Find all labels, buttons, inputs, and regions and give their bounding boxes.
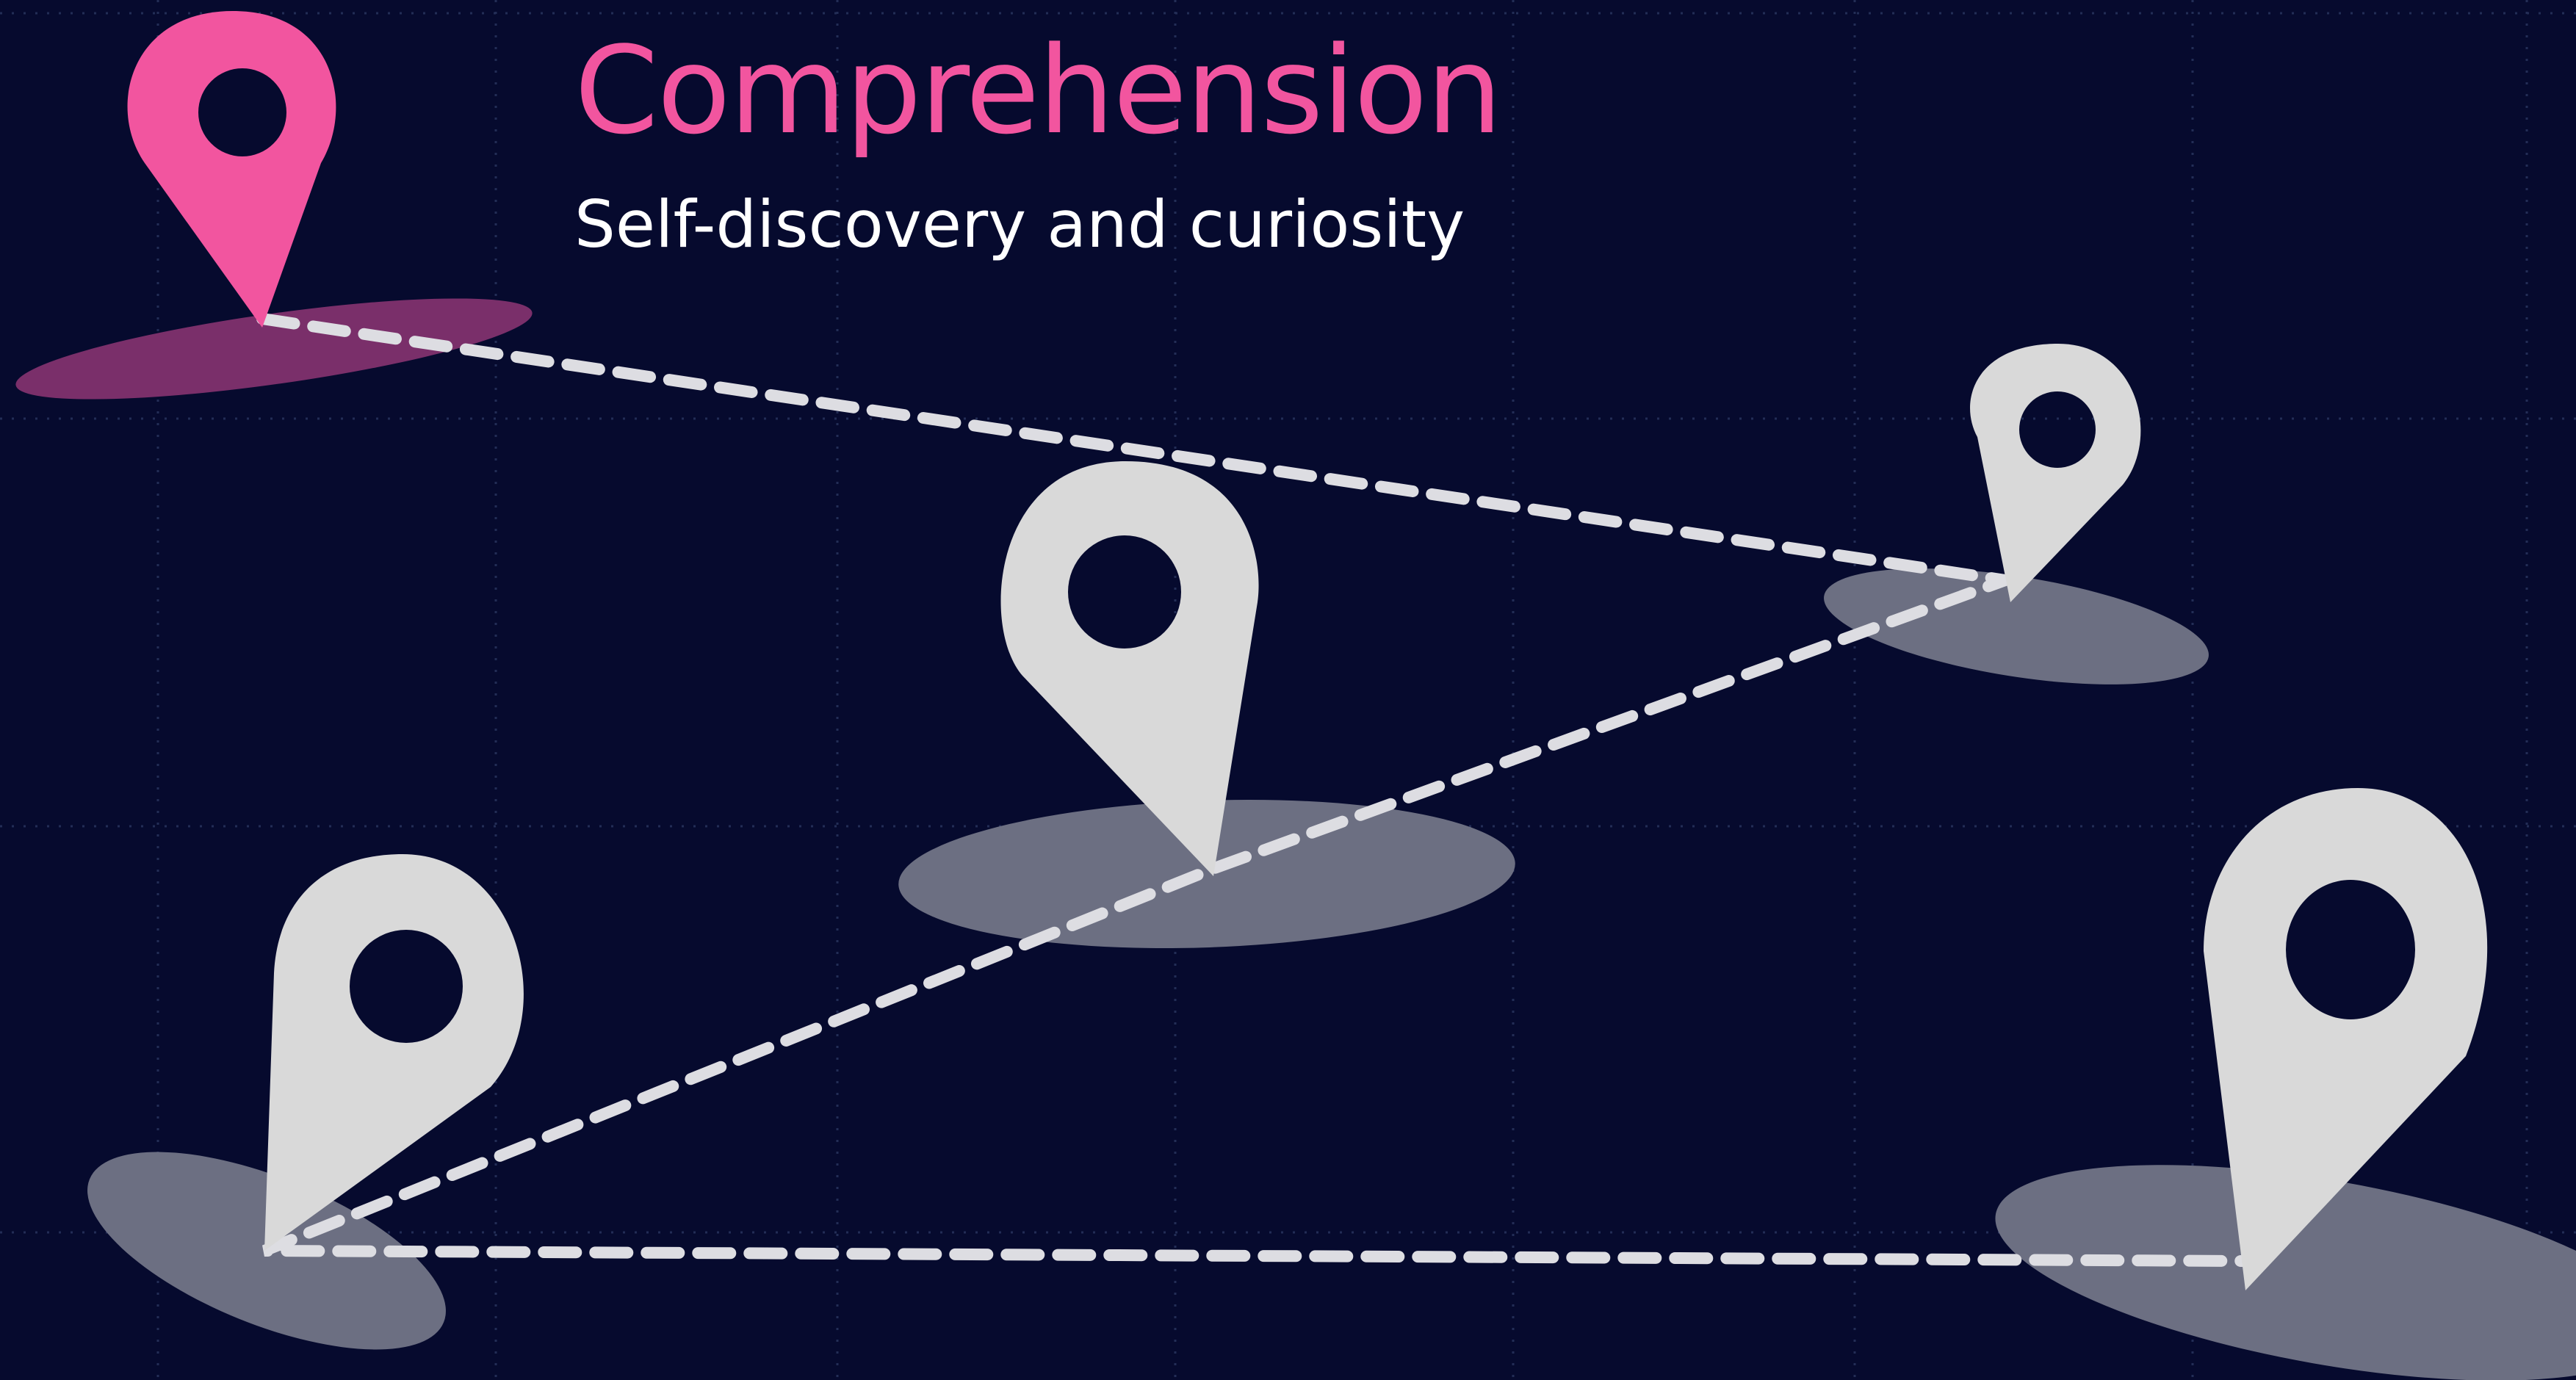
slide-title: Comprehension <box>574 21 1502 161</box>
pin-shadow-stop-2 <box>1824 568 2209 684</box>
map-pin-icon <box>1000 461 1259 876</box>
pin-shadow-stop-3 <box>898 799 1515 949</box>
map-pin-icon <box>2204 788 2488 1290</box>
map-pin-icon <box>1970 344 2141 602</box>
pin-shadow-destination <box>1995 1165 2576 1380</box>
map-pin-icon <box>264 854 524 1251</box>
map-pin-icon <box>127 11 336 328</box>
slide-subtitle: Self-discovery and curiosity <box>574 187 1465 262</box>
dashed-route <box>256 313 2250 1267</box>
pin-shadow-start <box>15 298 533 400</box>
